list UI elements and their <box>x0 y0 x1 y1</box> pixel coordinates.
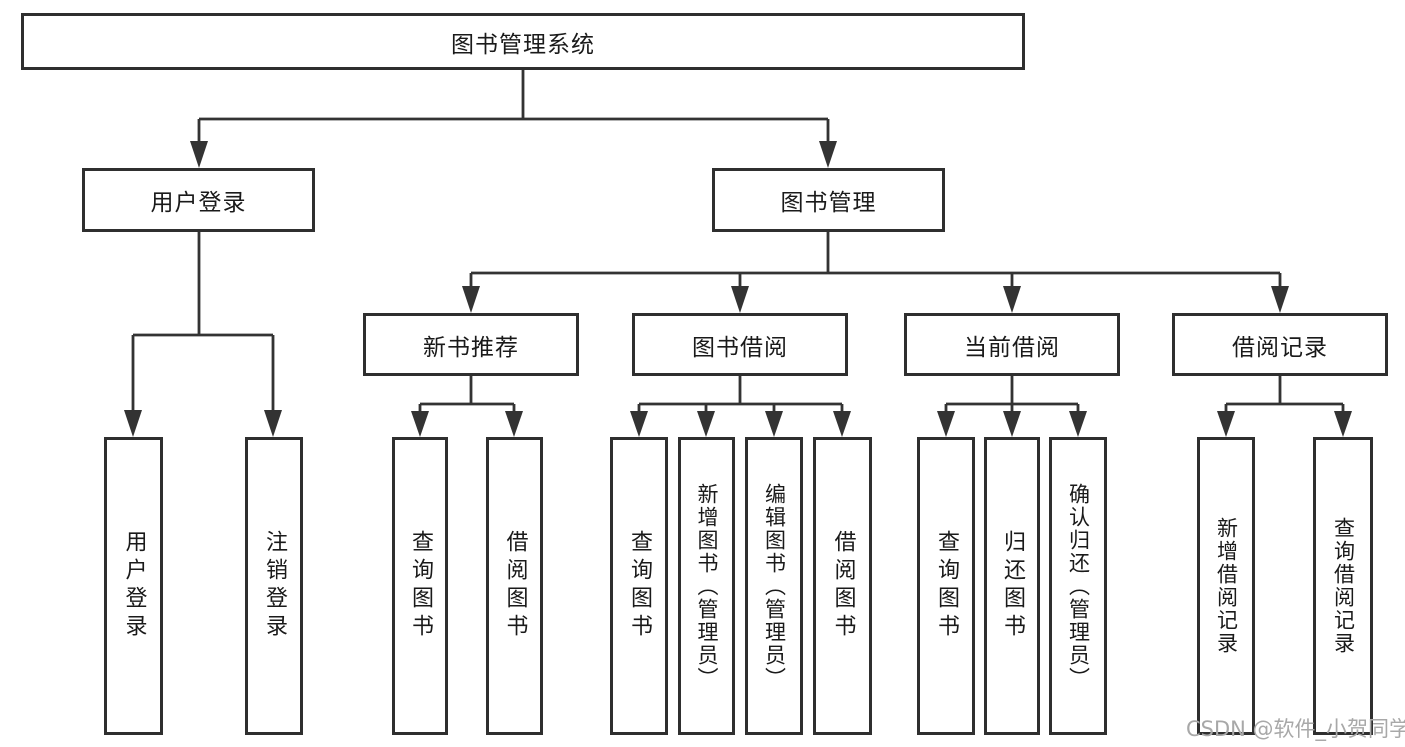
leaf-return-books: 归还图书 <box>984 437 1040 735</box>
node-book-management-label: 图书管理 <box>780 190 877 216</box>
leaf-query-books-2-label: 查询图书 <box>627 530 652 642</box>
node-book-management: 图书管理 <box>712 168 945 232</box>
leaf-edit-books: 编辑图书（管理员） <box>745 437 803 735</box>
leaf-borrow-books-2: 借阅图书 <box>813 437 872 735</box>
leaf-add-borrow-record-label: 新增借阅记录 <box>1214 517 1239 655</box>
node-root-label: 图书管理系统 <box>451 31 595 58</box>
node-borrow-records: 借阅记录 <box>1172 313 1388 376</box>
leaf-user-login: 用户登录 <box>104 437 163 735</box>
node-new-book-recommend-label: 新书推荐 <box>423 334 519 361</box>
leaf-query-books-3: 查询图书 <box>917 437 975 735</box>
leaf-logout: 注销登录 <box>245 437 303 735</box>
leaf-add-books: 新增图书（管理员） <box>678 437 735 735</box>
node-user-login: 用户登录 <box>82 168 315 232</box>
leaf-return-books-label: 归还图书 <box>1000 530 1025 642</box>
node-current-borrowing: 当前借阅 <box>904 313 1120 376</box>
node-current-borrowing-label: 当前借阅 <box>964 334 1060 361</box>
leaf-query-books-2: 查询图书 <box>610 437 668 735</box>
leaf-logout-label: 注销登录 <box>262 530 287 642</box>
leaf-add-borrow-record: 新增借阅记录 <box>1197 437 1255 735</box>
leaf-confirm-return: 确认归还（管理员） <box>1049 437 1107 735</box>
leaf-edit-books-label: 编辑图书（管理员） <box>762 482 787 690</box>
node-borrow-records-label: 借阅记录 <box>1232 334 1328 361</box>
watermark-text: CSDN @软件_小贺同学 <box>1186 717 1405 741</box>
leaf-query-books-1-label: 查询图书 <box>408 530 433 642</box>
leaf-query-borrow-record: 查询借阅记录 <box>1313 437 1373 735</box>
node-book-borrowing: 图书借阅 <box>632 313 848 376</box>
node-book-borrowing-label: 图书借阅 <box>692 334 788 361</box>
leaf-user-login-label: 用户登录 <box>121 530 147 642</box>
node-new-book-recommend: 新书推荐 <box>363 313 579 376</box>
node-user-login-label: 用户登录 <box>150 190 247 216</box>
leaf-add-books-label: 新增图书（管理员） <box>695 482 719 690</box>
leaf-confirm-return-label: 确认归还（管理员） <box>1066 482 1091 690</box>
leaf-query-borrow-record-label: 查询借阅记录 <box>1331 517 1356 655</box>
leaf-borrow-books-1: 借阅图书 <box>486 437 543 735</box>
leaf-query-books-3-label: 查询图书 <box>934 530 959 642</box>
leaf-borrow-books-2-label: 借阅图书 <box>830 530 856 642</box>
node-root: 图书管理系统 <box>21 13 1025 70</box>
leaf-query-books-1: 查询图书 <box>392 437 448 735</box>
leaf-borrow-books-1-label: 借阅图书 <box>502 530 528 642</box>
